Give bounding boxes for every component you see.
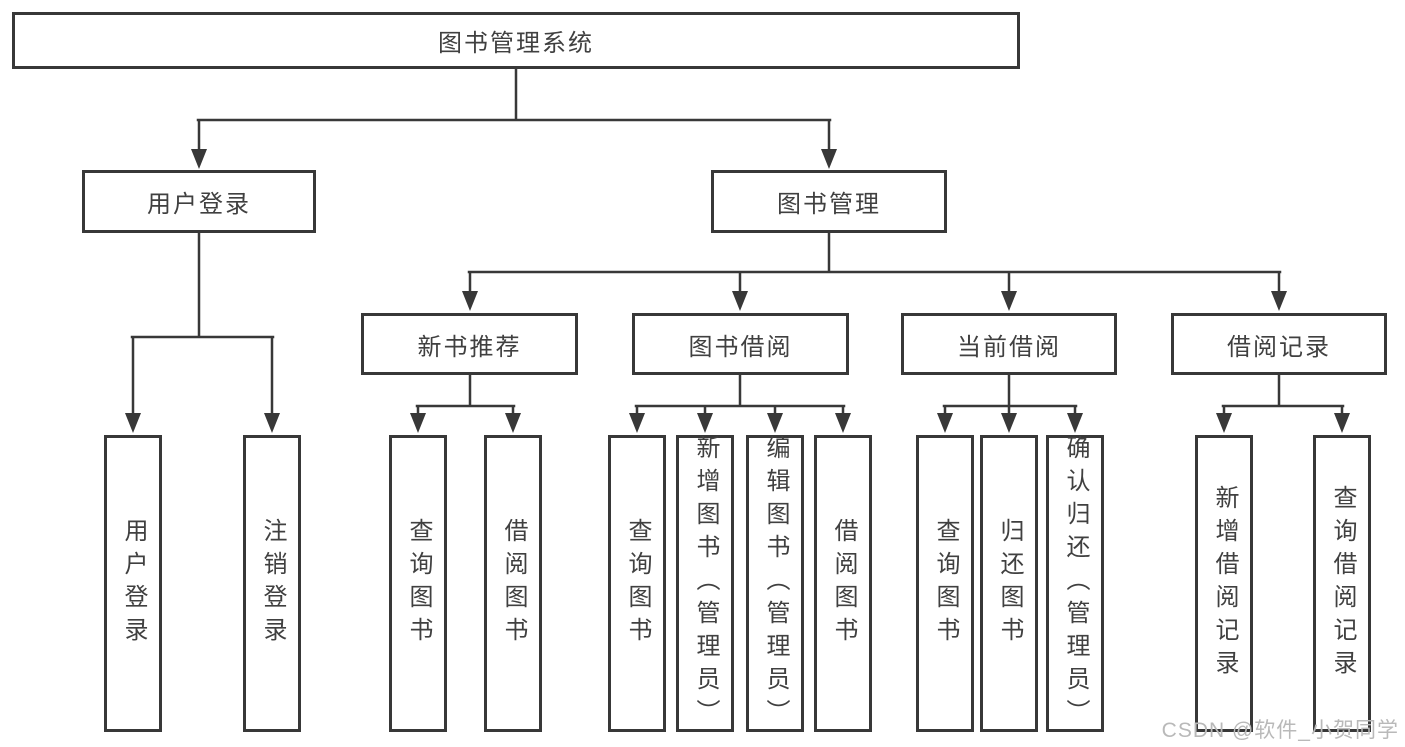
leaf-label: 查询借阅记录 <box>1329 484 1356 683</box>
leaf-label: 用户登录 <box>120 517 147 650</box>
node-label: 当前借阅 <box>957 333 1061 361</box>
arrowhead <box>821 149 837 169</box>
leaf-return-books: 归还图书 <box>980 435 1038 732</box>
leaf-user-login: 用户登录 <box>104 435 162 732</box>
arrowhead <box>1271 291 1287 311</box>
connector-new-book-rec-branch <box>415 373 516 418</box>
leaf-borrow-books-borrow: 借阅图书 <box>814 435 872 732</box>
node-new-book-recommend: 新书推荐 <box>361 313 578 375</box>
node-label: 新书推荐 <box>417 333 522 361</box>
arrowhead <box>191 149 207 169</box>
arrowhead <box>1216 413 1232 433</box>
watermark-text: CSDN @软件_小贺同学 <box>1161 719 1399 742</box>
leaf-query-books-current: 查询图书 <box>916 435 974 732</box>
leaf-label: 借阅图书 <box>830 517 857 650</box>
leaf-add-books-admin: 新增图书（管理员） <box>676 435 734 732</box>
leaf-label: 注销登录 <box>259 517 286 650</box>
leaf-label: 确认归还（管理员） <box>1062 435 1089 732</box>
leaf-label: 查询图书 <box>405 517 432 650</box>
leaf-label: 归还图书 <box>996 517 1023 650</box>
arrowhead <box>1001 413 1017 433</box>
arrowhead <box>697 413 713 433</box>
arrowhead <box>410 413 426 433</box>
arrowhead <box>1334 413 1350 433</box>
leaf-label: 查询图书 <box>624 517 651 650</box>
leaf-query-books-borrow: 查询图书 <box>608 435 666 732</box>
node-label: 借阅记录 <box>1227 333 1331 361</box>
leaf-label: 编辑图书（管理员） <box>762 435 789 732</box>
arrowhead <box>462 291 478 311</box>
node-label: 图书借阅 <box>688 333 793 361</box>
node-book-borrowing: 图书借阅 <box>632 313 849 375</box>
node-user-login: 用户登录 <box>82 170 316 233</box>
leaf-label: 查询图书 <box>932 517 959 650</box>
node-library-system: 图书管理系统 <box>12 12 1020 69</box>
leaf-logout: 注销登录 <box>243 435 301 732</box>
node-book-management: 图书管理 <box>711 170 947 233</box>
leaf-label: 新增借阅记录 <box>1211 484 1238 683</box>
arrowhead <box>835 413 851 433</box>
leaf-query-books-recommend: 查询图书 <box>389 435 447 732</box>
leaf-label: 新增图书（管理员） <box>692 435 719 732</box>
arrowhead <box>1067 413 1083 433</box>
arrowhead <box>125 413 141 433</box>
leaf-edit-books-admin: 编辑图书（管理员） <box>746 435 804 732</box>
node-current-borrowing: 当前借阅 <box>901 313 1117 375</box>
connector-borrow-records-branch <box>1221 373 1345 418</box>
arrowhead <box>629 413 645 433</box>
node-label: 用户登录 <box>147 191 251 218</box>
arrowhead <box>732 291 748 311</box>
leaf-confirm-return-admin: 确认归还（管理员） <box>1046 435 1104 732</box>
arrowhead <box>264 413 280 433</box>
connector-current-borrow-branch <box>942 373 1078 418</box>
connector-root-to-level2 <box>196 67 832 154</box>
connector-user-login-branch <box>130 231 275 418</box>
connector-book-borrow-branch <box>634 373 846 418</box>
leaf-label: 借阅图书 <box>500 517 527 650</box>
node-label: 图书管理系统 <box>438 30 594 57</box>
arrowhead <box>1001 291 1017 311</box>
arrowhead <box>505 413 521 433</box>
connector-book-mgmt-branch <box>467 231 1282 296</box>
node-label: 图书管理 <box>777 191 881 218</box>
arrowhead <box>767 413 783 433</box>
leaf-query-borrow-record: 查询借阅记录 <box>1313 435 1371 732</box>
leaf-borrow-books-recommend: 借阅图书 <box>484 435 542 732</box>
arrowhead <box>937 413 953 433</box>
node-borrowing-records: 借阅记录 <box>1171 313 1387 375</box>
leaf-add-borrow-record: 新增借阅记录 <box>1195 435 1253 732</box>
